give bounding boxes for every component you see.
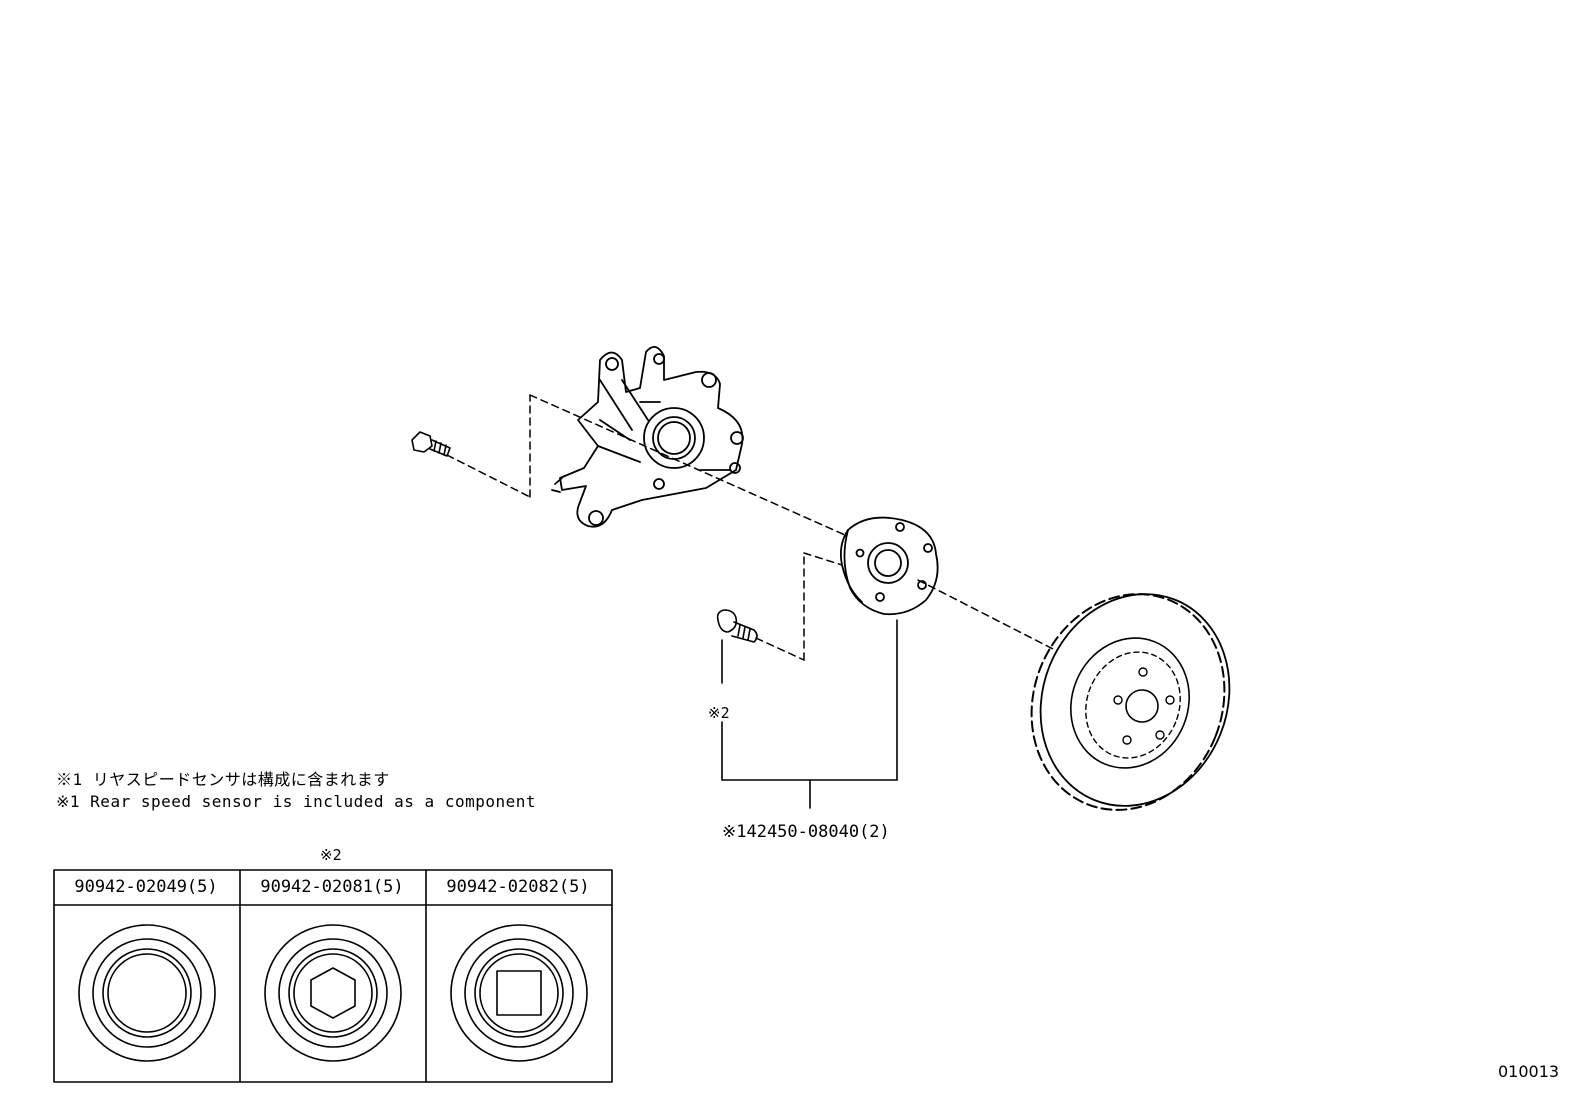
- diagram-id: 010013: [1498, 1062, 1560, 1081]
- nut-table: [53, 869, 613, 1083]
- note-english: ※1 Rear speed sensor is included as a co…: [56, 792, 537, 811]
- hub-bolt-marker: ※2: [708, 704, 730, 722]
- assembly-lines: [446, 394, 1056, 661]
- nut-round-icon: [78, 924, 216, 1062]
- callout-leaders: [721, 619, 898, 809]
- hub-bolt-icon: [716, 609, 758, 643]
- knuckle-icon: [551, 346, 744, 528]
- hub-part-number[interactable]: ※142450-08040(2): [722, 822, 890, 842]
- brake-disc-icon: [1030, 593, 1231, 811]
- nut-part-number-3[interactable]: 90942-02082(5): [446, 877, 590, 897]
- nut-part-number-1[interactable]: 90942-02049(5): [74, 877, 218, 897]
- hub-bearing-icon: [839, 516, 939, 616]
- table-marker: ※2: [320, 846, 342, 864]
- note-japanese: ※1 リヤスピードセンサは構成に含まれます: [56, 770, 390, 789]
- bolt-icon: [411, 431, 451, 457]
- nut-part-number-2[interactable]: 90942-02081(5): [260, 877, 404, 897]
- nut-hexagon-icon: [264, 924, 402, 1062]
- nut-square-icon: [450, 924, 588, 1062]
